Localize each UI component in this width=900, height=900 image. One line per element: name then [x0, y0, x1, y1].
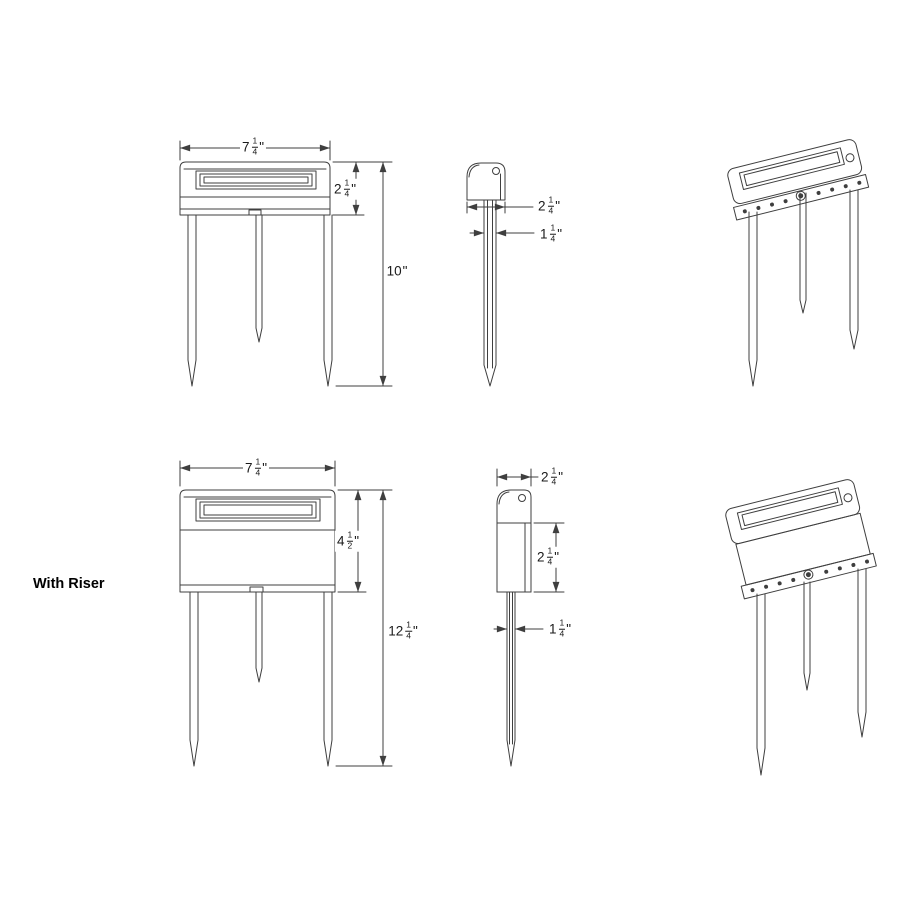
dim-standard-overall-height: 10" — [384, 263, 410, 279]
riser-iso-view — [725, 479, 877, 776]
standard-side-view — [466, 162, 535, 387]
dim-unit: " — [566, 621, 572, 637]
riser-front-view — [179, 460, 393, 767]
dim-whole: 10 — [386, 263, 402, 279]
dim-whole: 2 — [537, 198, 546, 214]
dim-whole: 12 — [388, 623, 404, 639]
dim-whole: 2 — [536, 549, 545, 565]
dim-unit: " — [259, 139, 265, 155]
standard-front-view — [179, 140, 393, 387]
dim-unit: " — [554, 549, 560, 565]
dim-whole: 1 — [548, 621, 557, 637]
dim-whole: 1 — [539, 226, 548, 242]
dim-unit: " — [557, 226, 563, 242]
dim-whole: 2 — [540, 469, 549, 485]
dim-whole: 7 — [244, 460, 253, 476]
dim-unit: " — [558, 469, 564, 485]
dim-whole: 4 — [336, 533, 345, 549]
with-riser-label: With Riser — [33, 576, 105, 592]
dim-whole: 2 — [333, 181, 342, 197]
standard-iso-view — [727, 139, 870, 387]
dim-unit: " — [412, 623, 418, 639]
dim-unit: " — [351, 181, 357, 197]
riser-side-view — [493, 468, 565, 767]
dim-unit: " — [555, 198, 561, 214]
dim-unit: " — [262, 460, 268, 476]
dim-unit: " — [354, 533, 360, 549]
dim-unit: " — [402, 263, 408, 279]
dim-whole: 7 — [241, 139, 250, 155]
